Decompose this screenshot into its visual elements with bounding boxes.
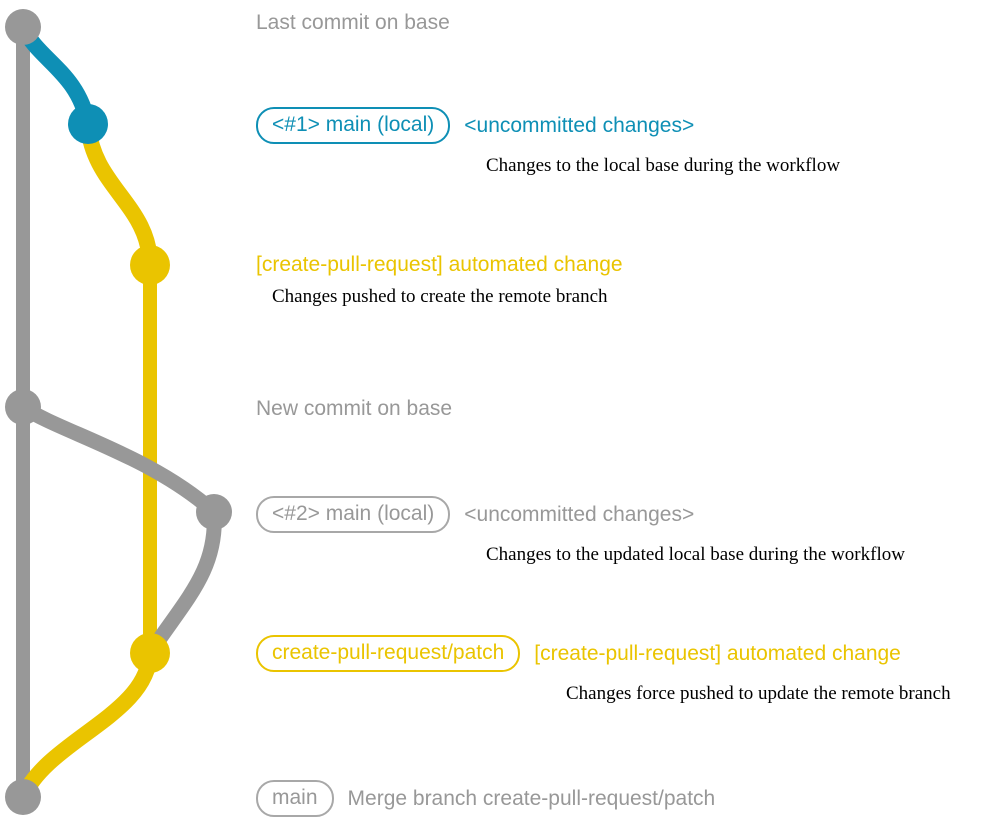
commit-note: Changes force pushed to update the remot… bbox=[566, 683, 951, 704]
commit-subject: [create-pull-request] automated change bbox=[256, 253, 623, 276]
node-base-tip[interactable] bbox=[5, 9, 41, 45]
ref-badge-create-pull-request-patch[interactable]: create-pull-request/patch bbox=[256, 635, 521, 672]
row-local-2: <#2> main (local) <uncommitted changes> … bbox=[256, 496, 905, 564]
row-head: [create-pull-request] automated change bbox=[256, 254, 623, 275]
node-merge-commit[interactable] bbox=[5, 779, 41, 815]
row-head: <#2> main (local) <uncommitted changes> bbox=[256, 496, 694, 533]
row-merge: main Merge branch create-pull-request/pa… bbox=[256, 780, 715, 817]
row-last-commit-on-base: Last commit on base bbox=[256, 12, 450, 33]
commit-subject: Last commit on base bbox=[256, 11, 450, 34]
row-remote-patch: create-pull-request/patch [create-pull-r… bbox=[256, 635, 951, 703]
commit-subject: <uncommitted changes> bbox=[464, 114, 695, 137]
node-remote-1[interactable] bbox=[130, 245, 170, 285]
row-local-1: <#1> main (local) <uncommitted changes> … bbox=[256, 107, 840, 175]
commit-subject: [create-pull-request] automated change bbox=[534, 642, 901, 665]
commit-note: Changes pushed to create the remote bran… bbox=[272, 286, 608, 307]
edge-base-new-to-local-2 bbox=[15, 399, 222, 520]
row-new-commit-on-base: New commit on base bbox=[256, 398, 452, 419]
commit-subject: <uncommitted changes> bbox=[464, 503, 695, 526]
node-local-1[interactable] bbox=[68, 104, 108, 144]
commit-subject: New commit on base bbox=[256, 397, 453, 420]
edge-remote-2-to-merge bbox=[15, 645, 158, 805]
ref-badge-main-local-2[interactable]: <#2> main (local) bbox=[256, 496, 451, 533]
row-head: Last commit on base bbox=[256, 12, 450, 33]
edge-local-2-to-remote-2 bbox=[142, 504, 222, 661]
row-head: <#1> main (local) <uncommitted changes> bbox=[256, 107, 694, 144]
node-base-new[interactable] bbox=[5, 389, 41, 425]
row-head: main Merge branch create-pull-request/pa… bbox=[256, 780, 715, 817]
commit-note: Changes to the updated local base during… bbox=[486, 544, 905, 565]
node-remote-2[interactable] bbox=[130, 633, 170, 673]
ref-badge-main-local-1[interactable]: <#1> main (local) bbox=[256, 107, 451, 144]
commit-subject: Merge branch create-pull-request/patch bbox=[347, 787, 716, 810]
node-local-2[interactable] bbox=[196, 494, 232, 530]
row-remote-create: [create-pull-request] automated change C… bbox=[256, 254, 623, 306]
row-head: create-pull-request/patch [create-pull-r… bbox=[256, 635, 901, 672]
commit-note: Changes to the local base during the wor… bbox=[486, 155, 841, 176]
ref-badge-main[interactable]: main bbox=[256, 780, 334, 817]
row-head: New commit on base bbox=[256, 398, 452, 419]
